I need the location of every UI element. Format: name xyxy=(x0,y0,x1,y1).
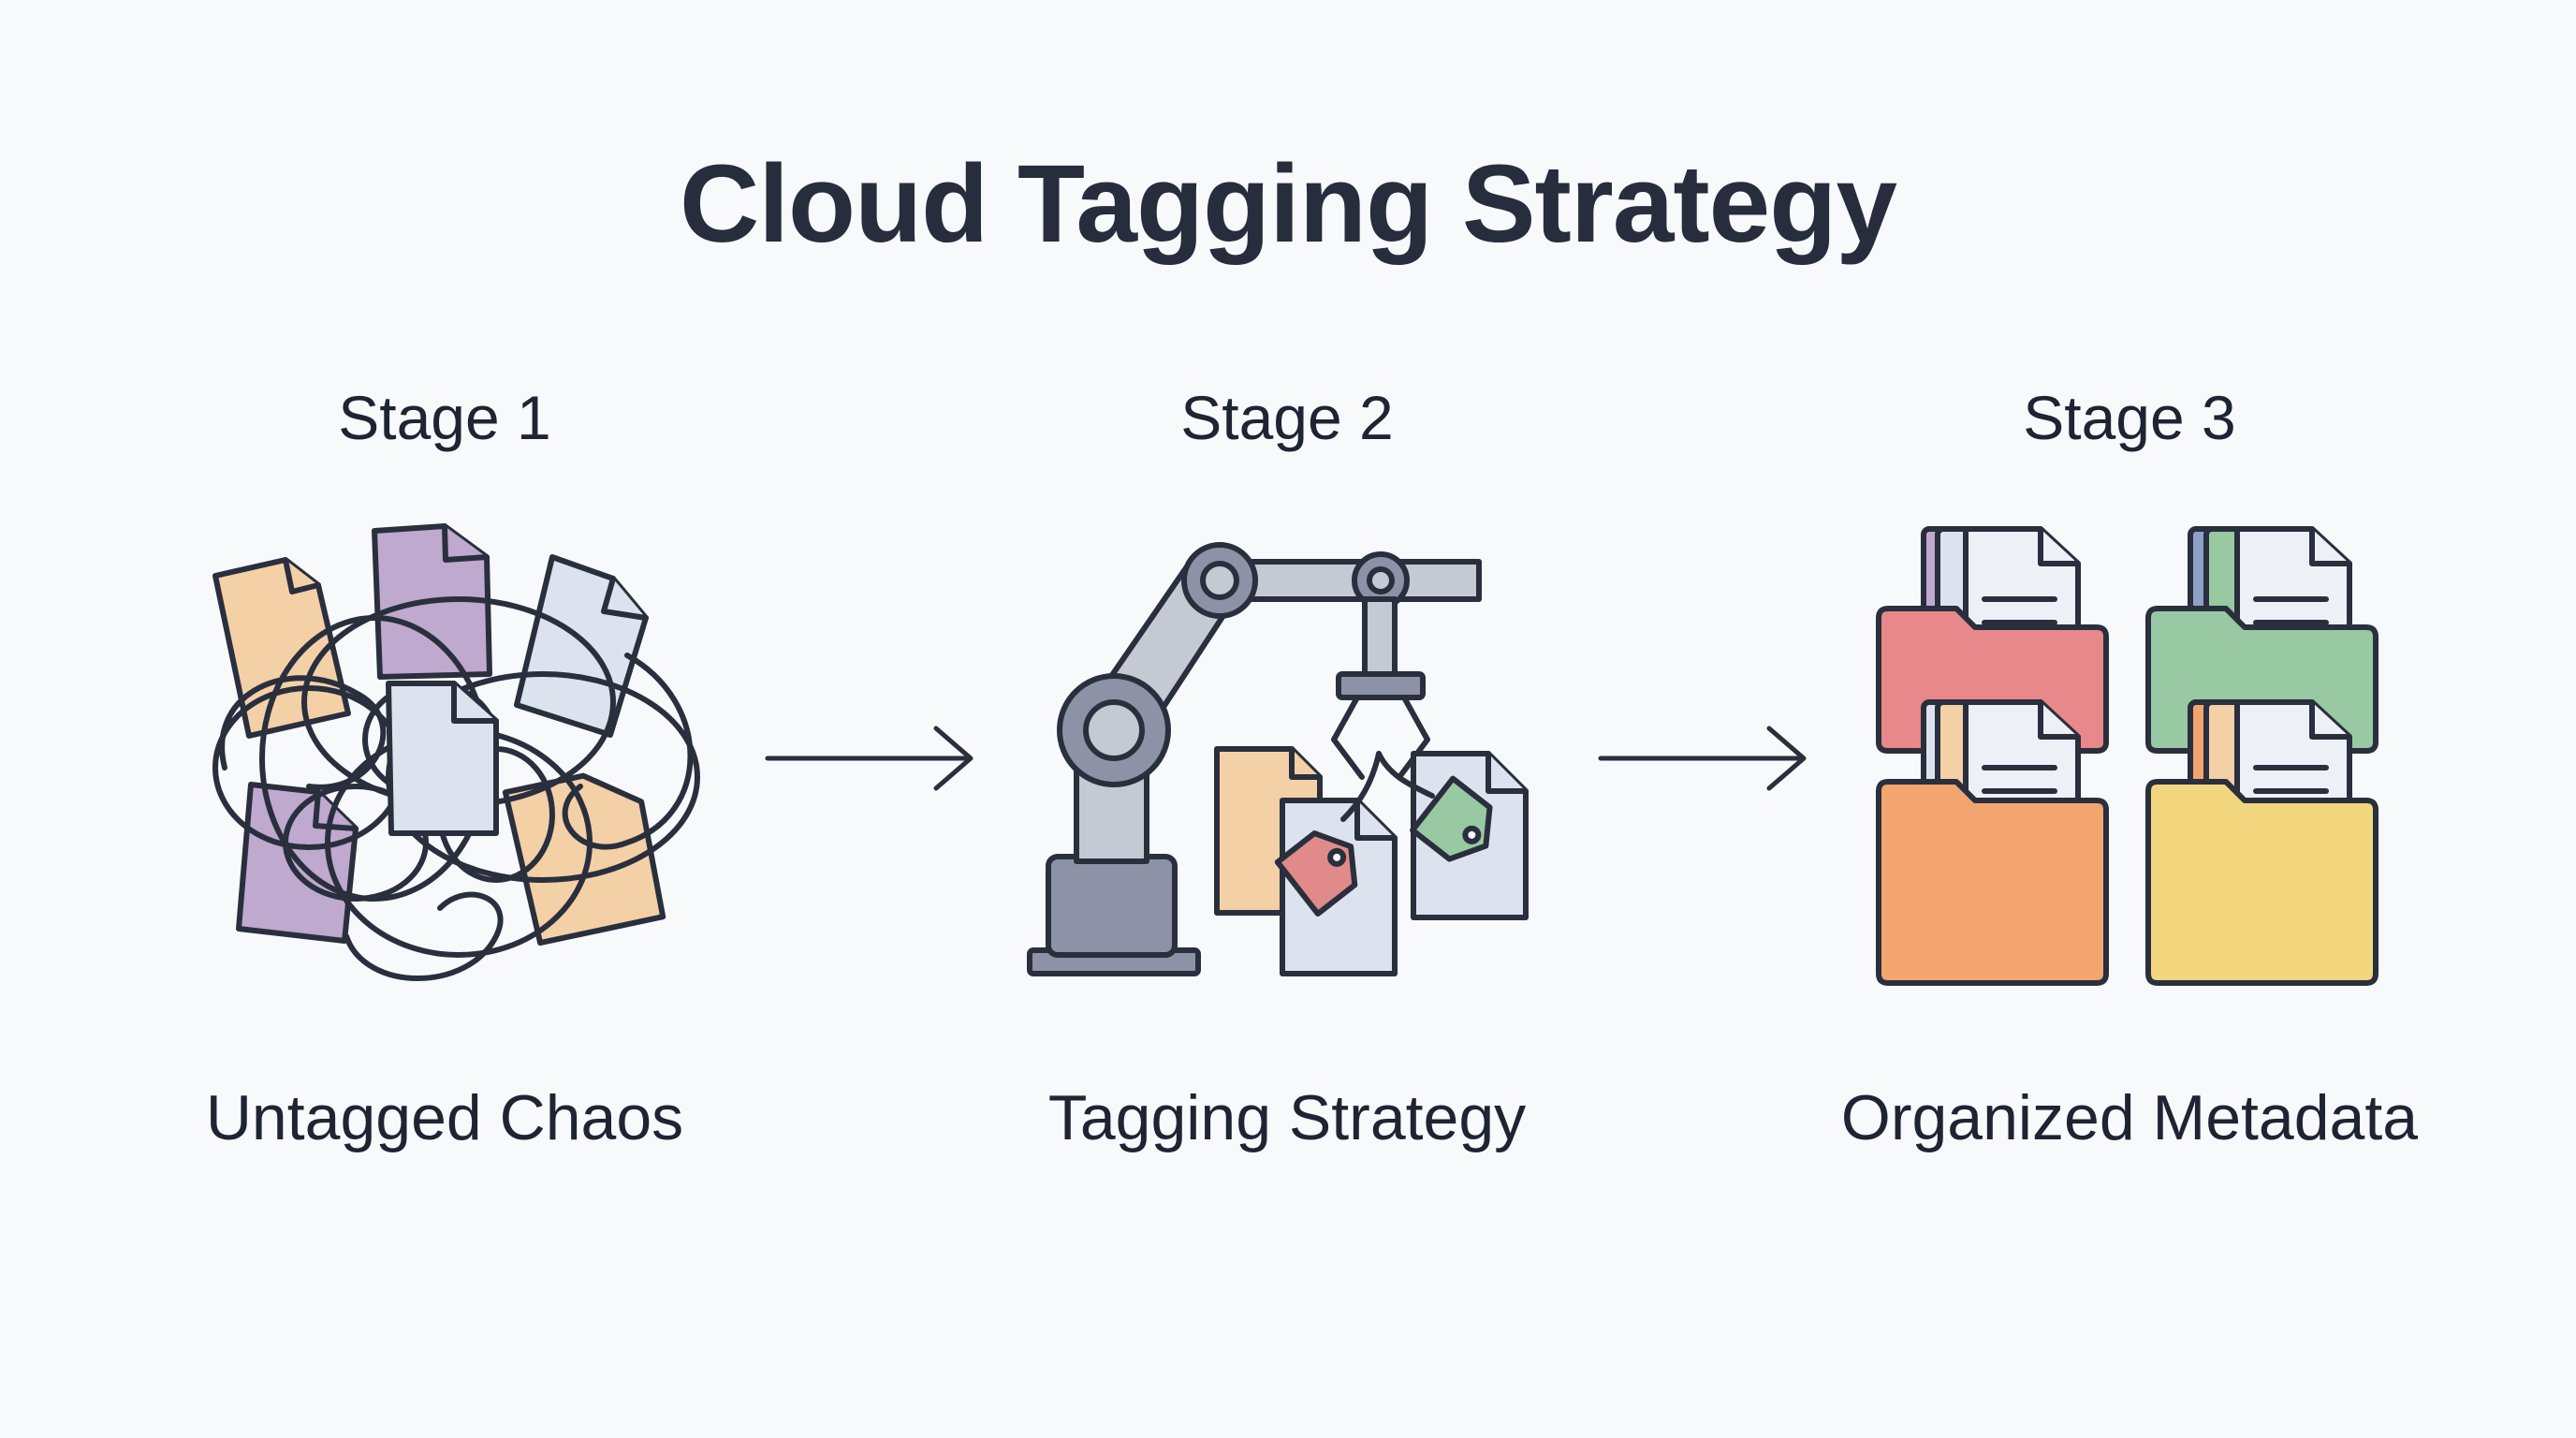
folder-orange xyxy=(1876,699,2109,986)
stage-1-caption: Untagged Chaos xyxy=(205,1082,684,1153)
scattered-files-icon xyxy=(212,523,700,981)
stage-2-label: Stage 2 xyxy=(1180,383,1394,452)
stage-3-caption: Organized Metadata xyxy=(1840,1082,2419,1153)
red-tag xyxy=(1274,830,1358,917)
stage-2-caption: Tagging Strategy xyxy=(1047,1082,1527,1153)
stage-1-label: Stage 1 xyxy=(338,383,551,452)
stage-3-label: Stage 3 xyxy=(2023,383,2236,452)
organized-folders-icon xyxy=(1876,526,2378,986)
file-orange-2 xyxy=(502,772,666,946)
arrow-right-icon xyxy=(765,726,973,791)
folder-yellow xyxy=(2145,699,2378,986)
robot-arm-tagging-icon xyxy=(1027,542,1529,976)
green-tag xyxy=(1410,775,1493,862)
file-blue-center xyxy=(386,681,499,836)
diagram-title: Cloud Tagging Strategy xyxy=(679,142,1897,266)
file-blue-1 xyxy=(514,554,649,738)
arrow-right-icon xyxy=(1598,726,1807,791)
